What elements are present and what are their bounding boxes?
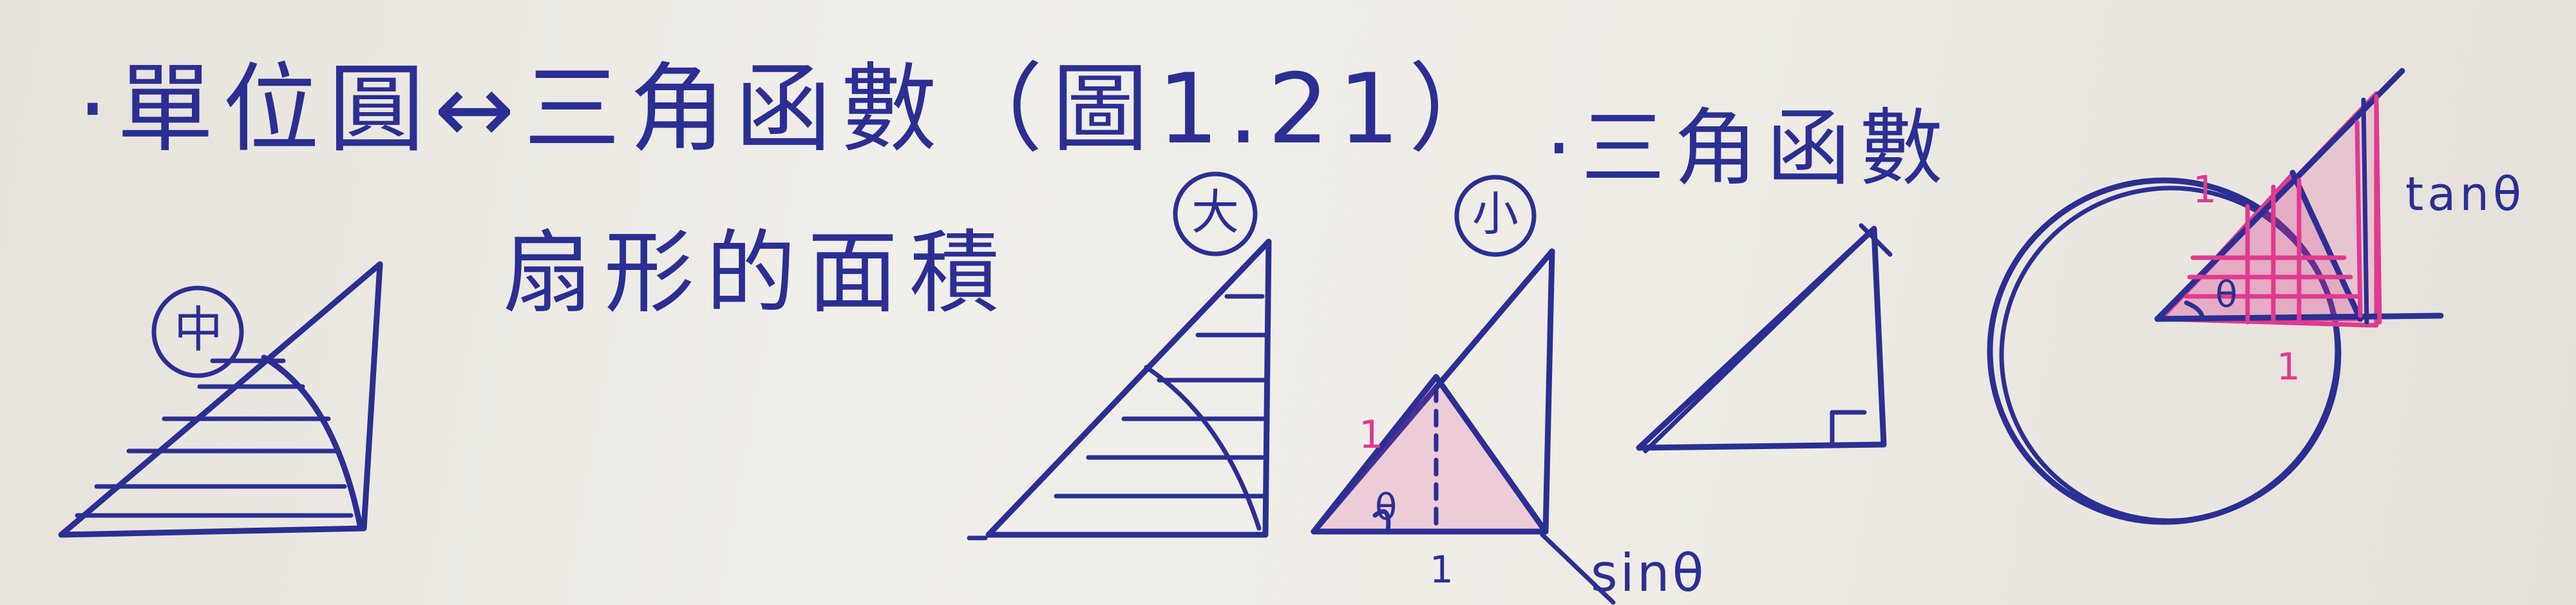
label-hypotenuse-one: 1 — [1359, 412, 1384, 457]
label-base-one: 1 — [1430, 548, 1454, 591]
circled-label-small — [1454, 175, 1537, 257]
heading-unit-circle-trig: ·單位圓↔三角函數（圖1.21） — [77, 53, 1515, 166]
unit-circle-tan-figure — [1987, 68, 2444, 525]
label-tan-theta: tanθ — [2405, 167, 2526, 221]
label-sin-theta: sinθ — [1591, 543, 1707, 603]
right-triangle-figure — [1636, 223, 1893, 454]
label-middle: 中 — [174, 301, 223, 358]
large-triangle-figure — [967, 171, 1272, 541]
circled-label-middle — [151, 285, 244, 378]
small-triangle-sin-figure — [1311, 175, 1616, 605]
label-theta-circle: θ — [2215, 274, 2238, 316]
sector-figure — [58, 261, 383, 538]
label-theta-small: θ — [1375, 486, 1397, 528]
label-radius-one: 1 — [2193, 168, 2217, 211]
label-axis-one: 1 — [2277, 345, 2300, 389]
heading-trig-functions: ·三角函數 — [1546, 99, 1953, 197]
circled-label-large — [1173, 171, 1258, 256]
label-small: 小 — [1472, 187, 1519, 241]
heading-sector-area: 扇形的面積 — [502, 221, 1012, 326]
label-large: 大 — [1191, 185, 1239, 240]
